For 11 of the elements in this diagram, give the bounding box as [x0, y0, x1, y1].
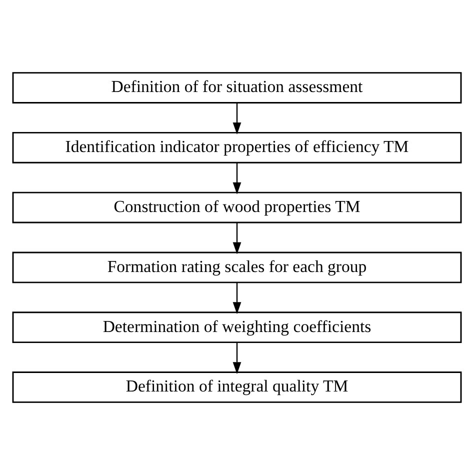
arrow — [232, 342, 242, 374]
node-box: Construction of wood properties TM — [12, 191, 462, 223]
node-box: Identification indicator properties of efficiency TM — [12, 131, 462, 163]
arrow — [232, 282, 242, 314]
arrow — [232, 162, 242, 194]
arrow — [232, 102, 242, 134]
node-box: Determination of weighting coefficients — [12, 311, 462, 343]
node-box: Definition of integral quality TM — [12, 371, 462, 402]
node-box: Formation rating scales for each group — [12, 251, 462, 283]
node-box: Definition of for situation assessment — [12, 72, 462, 103]
arrow — [232, 222, 242, 254]
